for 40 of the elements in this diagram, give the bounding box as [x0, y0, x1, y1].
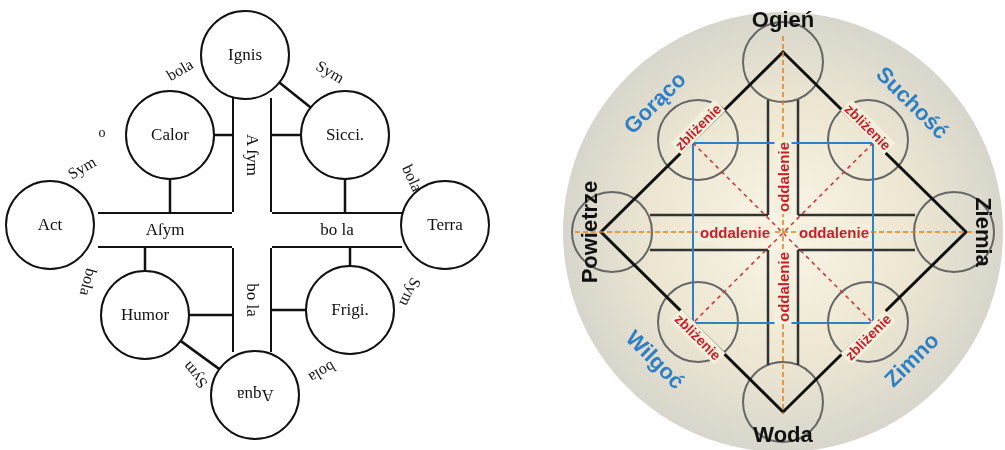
node-label: Aſym	[145, 220, 185, 240]
relation-label: oddalenie	[774, 250, 792, 324]
engraved-word: bola	[163, 55, 197, 85]
connector-line	[278, 81, 312, 109]
engraved-word: bola	[398, 161, 426, 195]
node-label: A ſym	[242, 134, 262, 176]
element-name: Ogień	[751, 7, 815, 33]
engraved-word: Sym	[312, 56, 348, 88]
relation-label: oddalenie	[698, 223, 772, 241]
connector-line	[168, 179, 172, 212]
connector-line	[272, 133, 301, 137]
cross-arm	[98, 212, 232, 248]
engraved-word: Sym	[64, 152, 100, 184]
connector-line	[143, 248, 147, 271]
engraved-letter: o	[98, 125, 106, 141]
node-label: Frigi.	[331, 300, 369, 320]
node-label: Ignis	[228, 45, 262, 65]
node-label: Calor	[151, 125, 189, 145]
engraved-word: Sym	[395, 274, 425, 310]
engraved-word: bola	[305, 357, 339, 387]
node-label: Terra	[427, 215, 463, 235]
element-name: Powietrze	[577, 180, 603, 284]
relation-label: oddalenie	[797, 223, 871, 241]
cross-arm	[272, 212, 402, 248]
element-name: Ziemia	[970, 197, 996, 267]
connector-line	[179, 339, 221, 371]
cross-arm	[232, 248, 272, 352]
relation-label: oddalenie	[774, 140, 792, 214]
node-label: bo la	[242, 283, 262, 317]
node-label: bo la	[320, 220, 354, 240]
node-label: Humor	[120, 305, 170, 325]
engraved-word: Sym	[178, 358, 212, 392]
connector-line	[272, 308, 306, 312]
engraved-word: bola	[75, 266, 101, 298]
node-label: Act	[37, 215, 63, 235]
connector-line	[189, 313, 232, 317]
cross-arm	[232, 98, 272, 212]
connector-line	[343, 179, 347, 212]
node-label: Aqua	[236, 385, 274, 405]
node-label: Sicci.	[325, 125, 365, 145]
